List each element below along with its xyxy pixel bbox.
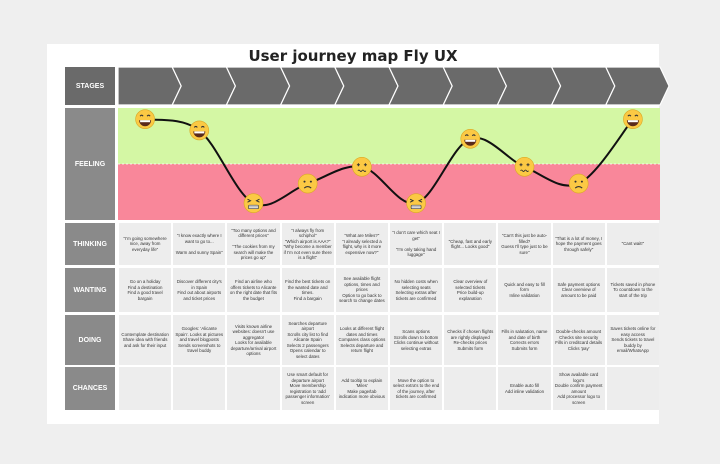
doing-cell: Checks if chosen flights are rightly dis… [444,315,497,365]
happy-emoji-icon [460,129,481,149]
thinking-cell: "Cheap, fast and early flight... Looks g… [444,223,497,265]
stressed-emoji-icon [243,193,264,213]
thinking-cell: "Can't this just be auto-filled? Guess I… [498,223,551,265]
page-title: User journey map Fly UX [248,47,458,65]
chances-cell [444,367,497,410]
thinking-cell: "I always fly from schiphol" "Which airp… [281,223,334,265]
thinking-cell: "Too many options and different prices" … [227,223,280,265]
chances-cell [173,367,226,410]
stage-chevron [550,66,616,106]
chances-cell [227,367,280,410]
thinking-cell: "Cant wait!" [606,223,659,265]
stage-chevron [496,66,562,106]
stage-chevron [388,66,453,106]
row-label-thinking: THINKING [65,223,115,265]
thinking-cell: "That is a lot of money, I hope the paym… [552,223,605,265]
confused-emoji-icon [514,157,535,177]
negative-feeling-band [118,164,660,220]
positive-feeling-band [118,108,660,164]
confused-emoji-icon [352,157,372,177]
chances-cell: Use smart default for departure airport … [281,367,334,410]
wanting-cell: Find the best tickets on the wanted date… [281,268,334,312]
wanting-cell: Go on a holiday Find a destination Find … [119,268,172,312]
doing-cell: Contemplate destination Share idea with … [119,315,172,365]
stage-chevron [117,66,182,106]
stage-chevrons [117,66,670,106]
thinking-cell: "I don't care which seat I get" "I'm onl… [390,223,443,265]
doing-cell: Visits known airline websites: doesn't u… [227,315,280,365]
stage-chevron [333,66,399,106]
chances-cell [606,367,659,410]
doing-cell: Googles: 'Alicante Spain'. Looks at pict… [173,315,226,365]
stage-chevron [279,66,345,106]
wanting-cell: Find an airline who offers tickets to Al… [227,268,280,312]
doing-cell: Double-checks amount Checks site securit… [552,315,605,365]
chances-cell: Show available card logo's Double confir… [552,367,605,410]
doing-cell: Saves tickets online for easy access Sen… [606,315,659,365]
wanting-cell: Discover different city's in Spain Find … [173,268,226,312]
doing-cell: Fills in salutation, name and date of bi… [498,315,551,365]
stage-chevron [225,66,291,106]
thinking-cell: "I'm going somewhere nice, away from eve… [119,223,172,265]
chances-cell: Enable auto fill Add inline validation [498,367,551,410]
wanting-cell: Tickets saved in phone To countdown to t… [606,268,659,312]
stressed-emoji-icon [406,193,426,213]
stage-chevron [171,66,237,106]
happy-emoji-icon [623,109,643,129]
chances-cell [119,367,172,410]
happy-emoji-icon [189,120,210,141]
doing-cell: Searches departure airport Scrolls city … [281,315,334,365]
chances-cell: Move the option to select extra's to the… [390,367,443,410]
doing-cell: Scans options Scrolls down to bottom Cli… [390,315,443,365]
row-label-stages: STAGES [65,67,115,105]
wanting-cell: No hidden costs when selecting seats Sel… [390,268,443,312]
row-label-doing: DOING [65,315,115,365]
feeling-curve [144,118,634,207]
thinking-cell: "I know exactly where I want to go to...… [173,223,226,265]
thinking-cell: "What are Miles?" "I already selected a … [335,223,388,265]
sad-emoji-icon [568,173,589,194]
sad-emoji-icon [297,173,318,194]
doing-cell: Looks at different flight dates and time… [335,315,388,365]
wanting-cell: Quick and easy to fill form Inline valid… [498,268,551,312]
wanting-cell: Clear overview of selected tickets Price… [444,268,497,312]
happy-emoji-icon [135,109,155,129]
stage-chevron [442,66,508,106]
row-label-chances: CHANCES [65,367,115,410]
wanting-cell: Safe payment options Clear overview of a… [552,268,605,312]
stage-chevron [604,66,670,106]
row-label-feeling: FEELING [65,108,115,220]
wanting-cell: See available flight options, times and … [335,268,388,312]
chances-cell: Add tooltip to explain 'Miles' Make page… [335,367,388,410]
row-label-wanting: WANTING [65,268,115,312]
